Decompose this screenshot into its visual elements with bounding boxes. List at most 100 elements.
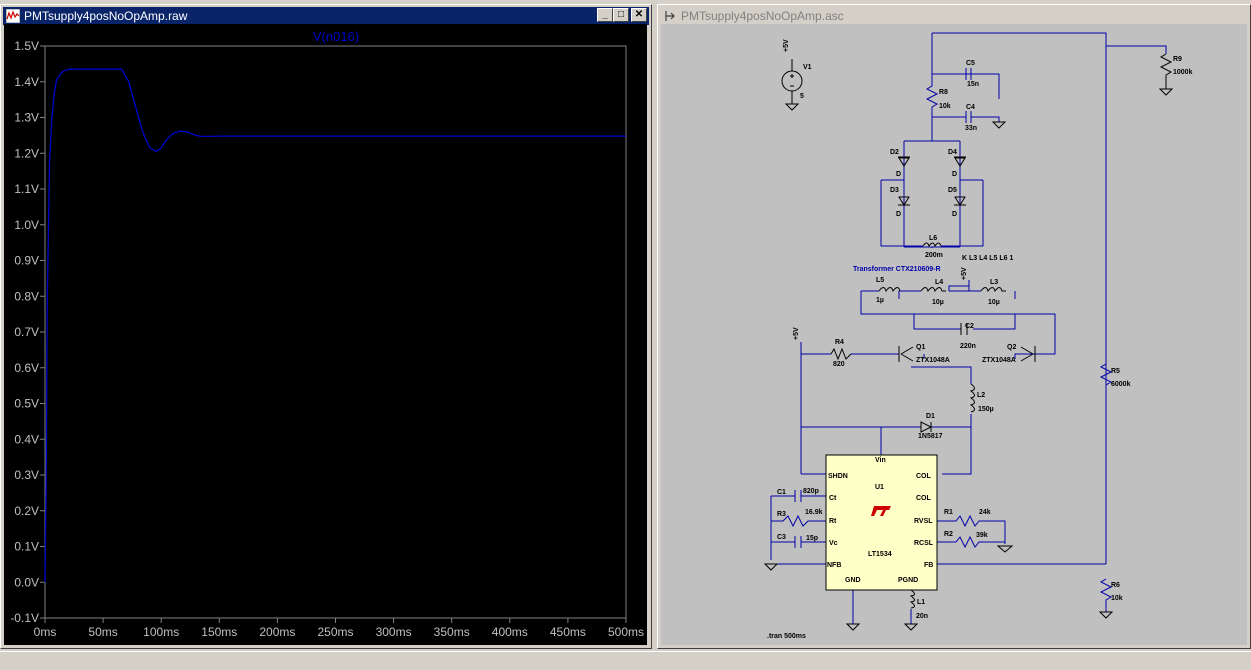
label-q2[interactable]: Q2	[1007, 344, 1016, 351]
label-u-rvsl[interactable]: RVSL	[914, 518, 933, 525]
plot-frame	[44, 45, 627, 619]
label-l6-val[interactable]: 200m	[925, 252, 943, 259]
waveform-chart[interactable]: V(n016) 1.5V1.4V1.3V1.2V1.1V1.0V0.9V0.8V…	[4, 24, 647, 645]
y-tick-label: 1.3V	[14, 111, 39, 125]
label-c2[interactable]: C2	[965, 323, 974, 330]
label-d2-val[interactable]: D	[896, 171, 901, 178]
label-c4-val[interactable]: 33n	[965, 125, 977, 132]
label-d4[interactable]: D4	[948, 149, 957, 156]
label-l5[interactable]: L5	[876, 277, 884, 284]
label-tran[interactable]: .tran 500ms	[767, 633, 806, 640]
label-d2[interactable]: D2	[890, 149, 899, 156]
label-v1-val[interactable]: 5	[800, 93, 804, 100]
label-xfmr[interactable]: Transformer CTX210609-R	[853, 266, 941, 273]
label-u-rcsl[interactable]: RCSL	[914, 540, 934, 547]
label-d3-val[interactable]: D	[896, 211, 901, 218]
label-l4-val[interactable]: 10µ	[932, 299, 944, 306]
label-d1-val[interactable]: 1N5817	[918, 433, 943, 440]
label-r8-val[interactable]: 10k	[939, 103, 951, 110]
label-u-vc[interactable]: Vc	[829, 540, 838, 547]
label-l1-val[interactable]: 20n	[916, 613, 928, 620]
label-r9[interactable]: R9	[1173, 56, 1182, 63]
x-tick-label: 450ms	[550, 625, 586, 639]
label-c1-val[interactable]: 820p	[803, 488, 819, 495]
label-u-gnd[interactable]: GND	[845, 577, 861, 584]
label-r1-val[interactable]: 24k	[979, 509, 991, 516]
label-r2-val[interactable]: 39k	[976, 532, 988, 539]
label-l4[interactable]: L4	[935, 279, 943, 286]
label-d1[interactable]: D1	[926, 413, 935, 420]
schematic-wires	[770, 32, 1167, 624]
label-r6[interactable]: R6	[1111, 582, 1120, 589]
label-u-ct[interactable]: Ct	[829, 495, 837, 502]
label-r5[interactable]: R5	[1111, 368, 1120, 375]
label-l1[interactable]: L1	[917, 599, 925, 606]
label-u-pgnd[interactable]: PGND	[898, 577, 918, 584]
label-r6-val[interactable]: 10k	[1111, 595, 1123, 602]
minimize-button[interactable]: _	[597, 8, 613, 22]
label-l5-val[interactable]: 1µ	[876, 297, 884, 304]
x-tick-label: 300ms	[376, 625, 412, 639]
label-d4-val[interactable]: D	[952, 171, 957, 178]
label-c2-val[interactable]: 220n	[960, 343, 976, 350]
x-tick-label: 150ms	[201, 625, 237, 639]
label-r5-val[interactable]: 6000k	[1111, 381, 1131, 388]
label-r3-val[interactable]: 16.9k	[805, 509, 823, 516]
label-u-shdn[interactable]: SHDN	[828, 473, 848, 480]
label-c4[interactable]: C4	[966, 104, 975, 111]
schematic-icon	[665, 11, 675, 21]
chart-title[interactable]: V(n016)	[313, 29, 359, 44]
x-tick-label: 250ms	[317, 625, 353, 639]
label-l3-val[interactable]: 10µ	[988, 299, 1000, 306]
label-q1[interactable]: Q1	[916, 344, 925, 351]
label-q2-val[interactable]: ZTX1048A	[982, 357, 1016, 364]
x-tick-label: 100ms	[143, 625, 179, 639]
label-u-part[interactable]: LT1534	[868, 551, 892, 558]
plot-window-titlebar[interactable]: PMTsupply4posNoOpAmp.raw _ □ ✕	[3, 7, 649, 25]
y-tick-label: 1.1V	[14, 182, 39, 196]
label-u-col2[interactable]: COL	[916, 495, 932, 502]
label-d5-val[interactable]: D	[952, 211, 957, 218]
label-r1[interactable]: R1	[944, 509, 953, 516]
y-tick-label: 1.5V	[14, 39, 39, 53]
label-l-node[interactable]: +5V	[961, 267, 968, 280]
label-u1[interactable]: U1	[875, 484, 884, 491]
label-v1[interactable]: V1	[803, 64, 812, 71]
label-r4-val[interactable]: 820	[833, 361, 845, 368]
label-l6[interactable]: L6	[929, 235, 937, 242]
label-u-nfb[interactable]: NFB	[827, 562, 841, 569]
label-v1-node[interactable]: +5V	[783, 39, 790, 52]
label-c3-val[interactable]: 15p	[806, 535, 818, 542]
label-u-fb[interactable]: FB	[924, 562, 933, 569]
label-c5-val[interactable]: 15n	[967, 81, 979, 88]
label-c5[interactable]: C5	[966, 60, 975, 67]
close-button[interactable]: ✕	[631, 8, 647, 22]
label-r4-node[interactable]: +5V	[793, 327, 800, 340]
label-r4[interactable]: R4	[835, 339, 844, 346]
u1-chip[interactable]	[825, 454, 938, 591]
y-tick-label: -0.1V	[10, 611, 39, 625]
label-r8[interactable]: R8	[939, 89, 948, 96]
label-r9-val[interactable]: 1000k	[1173, 69, 1193, 76]
label-r3[interactable]: R3	[777, 511, 786, 518]
label-u-rt[interactable]: Rt	[829, 518, 837, 525]
label-u-col1[interactable]: COL	[916, 473, 932, 480]
maximize-button[interactable]: □	[613, 8, 629, 22]
y-tick-label: 0.2V	[14, 504, 39, 518]
label-d3[interactable]: D3	[890, 187, 899, 194]
label-c3[interactable]: C3	[777, 534, 786, 541]
schematic-drawing[interactable]: +5VV15C515nR810kC433nR91000kD2DD4DD3DD5D…	[661, 24, 1247, 645]
label-l3[interactable]: L3	[990, 279, 998, 286]
label-k[interactable]: K L3 L4 L5 L6 1	[962, 255, 1013, 262]
label-u-vin[interactable]: Vin	[875, 457, 886, 464]
label-q1-val[interactable]: ZTX1048A	[916, 357, 950, 364]
schematic-components	[763, 53, 1174, 631]
schematic-window-titlebar[interactable]: PMTsupply4posNoOpAmp.asc	[660, 7, 1248, 25]
label-r2[interactable]: R2	[944, 531, 953, 538]
label-l2[interactable]: L2	[977, 392, 985, 399]
label-d5[interactable]: D5	[948, 187, 957, 194]
label-l2-val[interactable]: 150µ	[978, 406, 994, 413]
label-c1[interactable]: C1	[777, 489, 786, 496]
